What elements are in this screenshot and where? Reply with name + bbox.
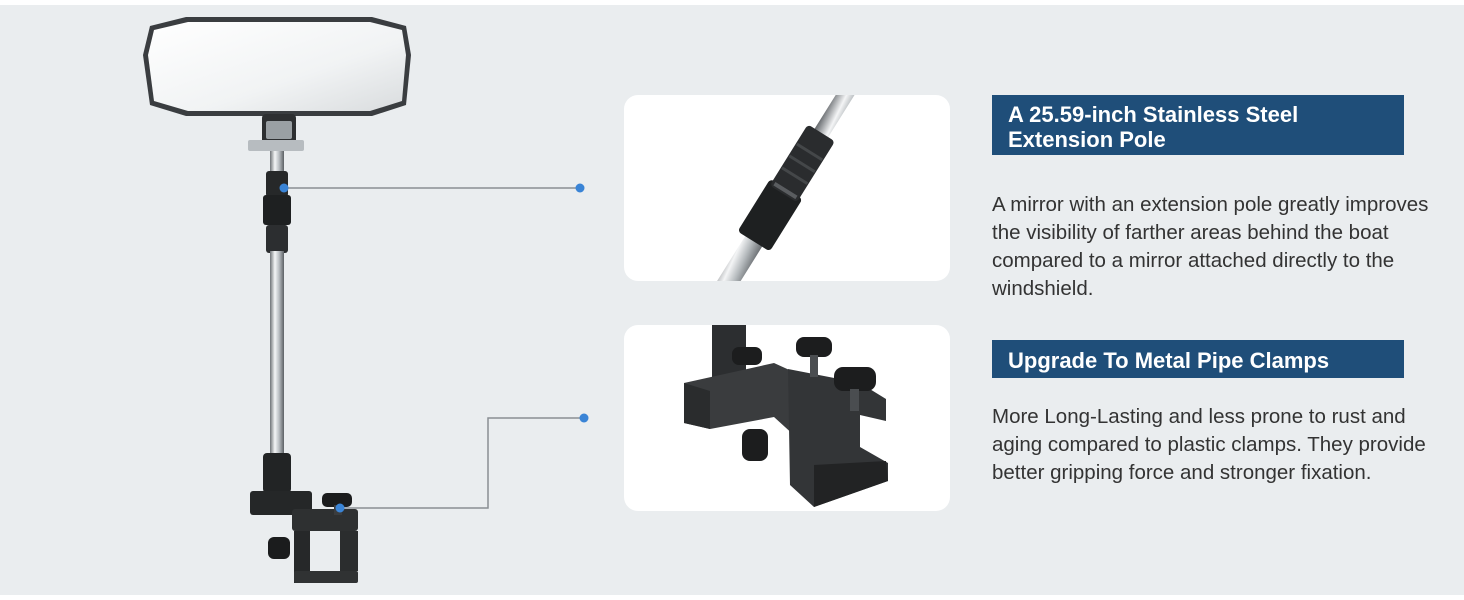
boat-mirror-product-image <box>143 17 589 583</box>
feature-title-pipe-clamps: Upgrade To Metal Pipe Clamps <box>992 340 1404 378</box>
feature-description-extension-pole: A mirror with an extension pole greatly … <box>992 193 1429 300</box>
clamp-closeup-card <box>624 325 950 511</box>
product-feature-banner: A 25.59-inch Stainless Steel Extension P… <box>0 5 1464 595</box>
pole-upper-icon <box>263 171 291 253</box>
callout-clamp-connector <box>335 413 589 513</box>
callout-pole-connector <box>279 183 585 193</box>
mirror-mount-icon <box>248 114 304 173</box>
feature-title-extension-pole: A 25.59-inch Stainless Steel Extension P… <box>992 95 1404 155</box>
clamp-assembly-icon <box>250 453 358 583</box>
mirror-icon <box>143 17 411 116</box>
stainless-pole-icon <box>270 251 284 455</box>
pole-closeup-card <box>624 95 950 281</box>
pipe-clamp-closeup-icon <box>684 325 888 507</box>
extension-pole-closeup-icon <box>670 95 907 281</box>
feature-title-text: A 25.59-inch Stainless Steel Extension P… <box>1008 101 1299 152</box>
feature-description-pipe-clamps: More Long-Lasting and less prone to rust… <box>992 405 1426 484</box>
feature-title-text: Upgrade To Metal Pipe Clamps <box>1008 348 1330 373</box>
